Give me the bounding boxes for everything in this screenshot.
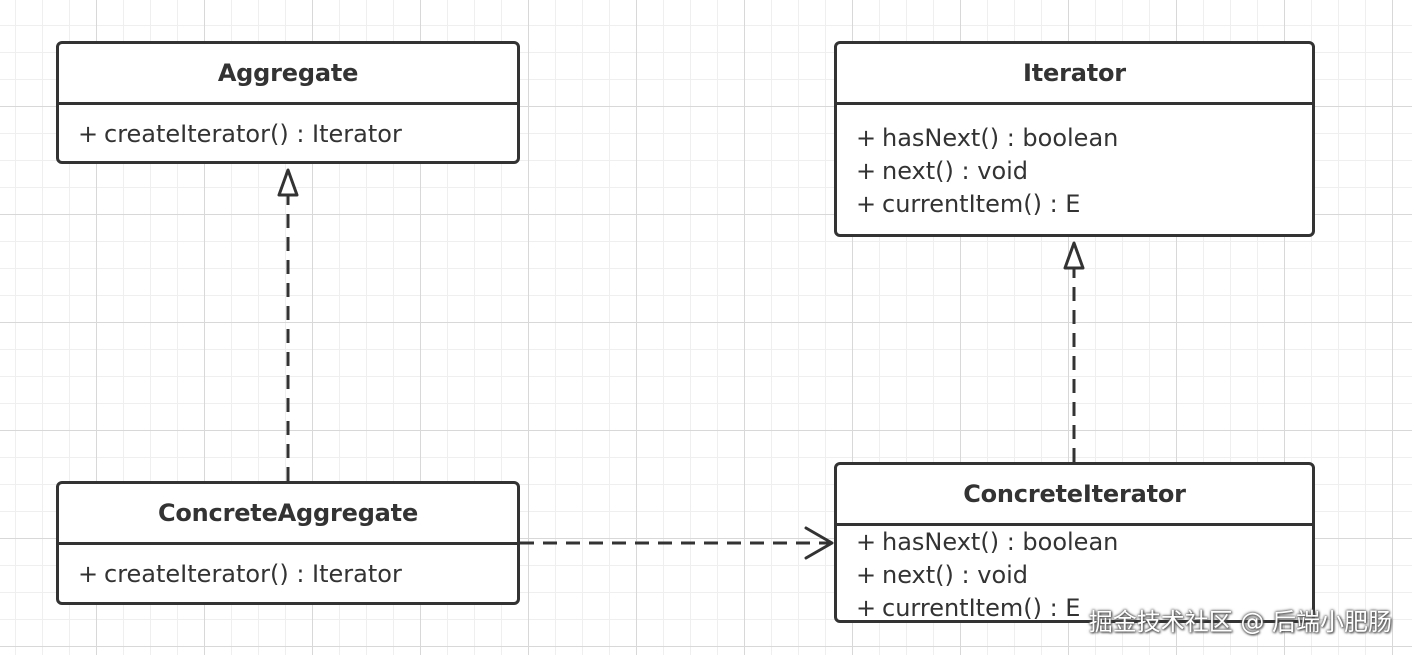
operation-signature: createIterator() : Iterator [104, 560, 402, 588]
dependency-arrowhead-concreteiterator [804, 526, 834, 560]
class-name: Aggregate [59, 44, 517, 105]
class-name: ConcreteIterator [837, 465, 1312, 526]
visibility-marker: + [856, 561, 877, 589]
class-box-aggregate[interactable]: Aggregate +createIterator() : Iterator [56, 41, 520, 164]
visibility-marker: + [856, 528, 877, 556]
class-box-concrete-aggregate[interactable]: ConcreteAggregate +createIterator() : It… [56, 481, 520, 605]
operation-row: +next() : void [856, 559, 1312, 592]
class-box-iterator[interactable]: Iterator +hasNext() : boolean +next() : … [834, 41, 1315, 237]
operation-row: +currentItem() : E [856, 188, 1312, 221]
realization-arrowhead-iterator [1063, 241, 1085, 270]
operation-signature: createIterator() : Iterator [104, 120, 402, 148]
class-operations: +hasNext() : boolean +next() : void +cur… [837, 105, 1312, 221]
visibility-marker: + [856, 124, 877, 152]
operation-signature: next() : void [882, 561, 1029, 589]
class-box-concrete-iterator[interactable]: ConcreteIterator +hasNext() : boolean +n… [834, 462, 1315, 623]
visibility-marker: + [78, 560, 99, 588]
operation-signature: currentItem() : E [882, 594, 1081, 622]
visibility-marker: + [856, 190, 877, 218]
class-operations: +createIterator() : Iterator [59, 545, 517, 591]
operation-signature: currentItem() : E [882, 190, 1081, 218]
operation-signature: next() : void [882, 157, 1029, 185]
operation-signature: hasNext() : boolean [882, 124, 1119, 152]
class-operations: +hasNext() : boolean +next() : void +cur… [837, 526, 1312, 625]
watermark: 掘金技术社区 @ 后端小肥肠 [1088, 608, 1392, 636]
operation-row: +currentItem() : E [856, 592, 1312, 625]
visibility-marker: + [856, 157, 877, 185]
operation-row: +next() : void [856, 155, 1312, 188]
operation-row: +createIterator() : Iterator [78, 558, 517, 591]
visibility-marker: + [856, 594, 877, 622]
operation-row: +createIterator() : Iterator [78, 118, 517, 151]
operation-row: +hasNext() : boolean [856, 526, 1312, 559]
class-operations: +createIterator() : Iterator [59, 105, 517, 151]
visibility-marker: + [78, 120, 99, 148]
class-name: ConcreteAggregate [59, 484, 517, 545]
operation-signature: hasNext() : boolean [882, 528, 1119, 556]
operation-row: +hasNext() : boolean [856, 122, 1312, 155]
realization-arrowhead-aggregate [277, 168, 299, 197]
class-name: Iterator [837, 44, 1312, 105]
